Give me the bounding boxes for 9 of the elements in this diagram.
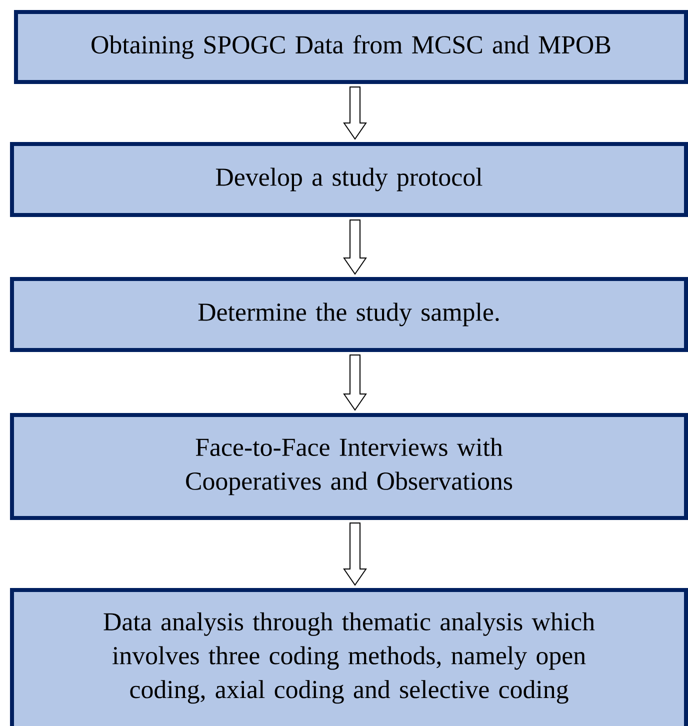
process-box: Data analysis through thematic analysis which involves three coding methods, namely open coding, axial coding and selective coding — [10, 588, 688, 726]
process-box: Determine the study sample. — [10, 277, 688, 352]
hollow-arrow — [343, 354, 367, 411]
process-box: Obtaining SPOGC Data from MCSC and MPOB — [14, 10, 688, 84]
hollow-arrow — [343, 86, 367, 140]
hollow-arrow — [343, 522, 367, 586]
process-box: Develop a study protocol — [10, 142, 688, 217]
process-box: Face-to-Face Interviews with Cooperatives and Observations — [10, 413, 688, 520]
hollow-arrow — [343, 220, 367, 275]
